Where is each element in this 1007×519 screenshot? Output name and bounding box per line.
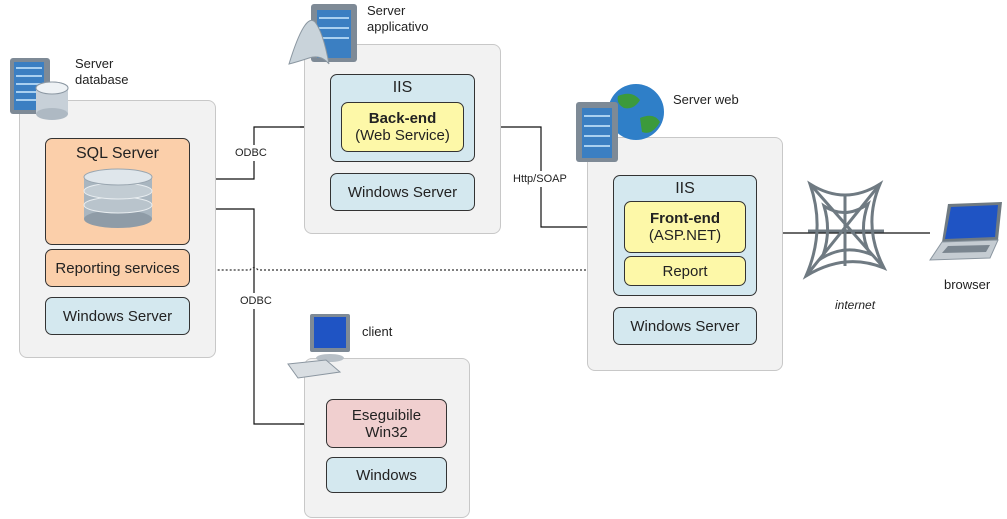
app-windows-server-label: Windows Server	[347, 183, 458, 201]
report-label: Report	[662, 262, 708, 280]
client-label: client	[362, 324, 393, 339]
web-windows-server-label: Windows Server	[630, 317, 740, 335]
web-windows-server-box[interactable]: Windows Server	[613, 307, 757, 345]
browser-label: browser	[944, 277, 991, 292]
eseguibile-win32-box[interactable]: Eseguibile Win32	[326, 399, 447, 448]
web-iis-label: IIS	[675, 180, 695, 197]
backend-subtitle: (Web Service)	[355, 127, 450, 144]
desktop-computer-icon	[287, 314, 350, 379]
database-server-icon	[10, 58, 69, 120]
reporting-services-label: Reporting services	[55, 259, 180, 277]
app-windows-server-box[interactable]: Windows Server	[330, 173, 475, 211]
odbc-client-line	[190, 205, 325, 425]
odbc-label-top: ODBC	[235, 145, 267, 161]
backend-title: Back-end	[368, 110, 437, 127]
laptop-icon	[929, 202, 1002, 261]
sql-server-box[interactable]: SQL Server	[45, 138, 190, 245]
frontend-title: Front-end	[650, 210, 720, 227]
backend-box[interactable]: Back-end (Web Service)	[341, 102, 464, 152]
server-applicativo-label: Server applicativo	[367, 3, 429, 34]
server-web-label: Server web	[673, 92, 739, 107]
http-soap-label: Http/SOAP	[513, 171, 567, 187]
application-server-icon	[288, 4, 357, 65]
frontend-subtitle: (ASP.NET)	[648, 227, 722, 244]
odbc-label-bottom: ODBC	[240, 293, 272, 309]
db-windows-server-label: Windows Server	[62, 307, 173, 325]
app-iis-label: IIS	[392, 79, 413, 96]
web-server-globe-icon	[576, 84, 664, 162]
win32-label: Win32	[365, 423, 408, 441]
report-box[interactable]: Report	[624, 256, 746, 286]
db-windows-server-box[interactable]: Windows Server	[45, 297, 190, 335]
database-cylinder-icon	[83, 168, 152, 228]
web-network-icon	[802, 180, 888, 280]
sql-server-label: SQL Server	[76, 145, 159, 162]
server-database-label: Server database	[75, 56, 129, 87]
client-windows-label: Windows	[356, 466, 417, 484]
eseguibile-label: Eseguibile	[351, 406, 422, 424]
internet-label: internet	[835, 298, 876, 312]
report-dotted-line	[190, 266, 622, 274]
client-windows-box[interactable]: Windows	[326, 457, 447, 493]
frontend-box[interactable]: Front-end (ASP.NET)	[624, 201, 746, 253]
reporting-services-box[interactable]: Reporting services	[45, 249, 190, 287]
